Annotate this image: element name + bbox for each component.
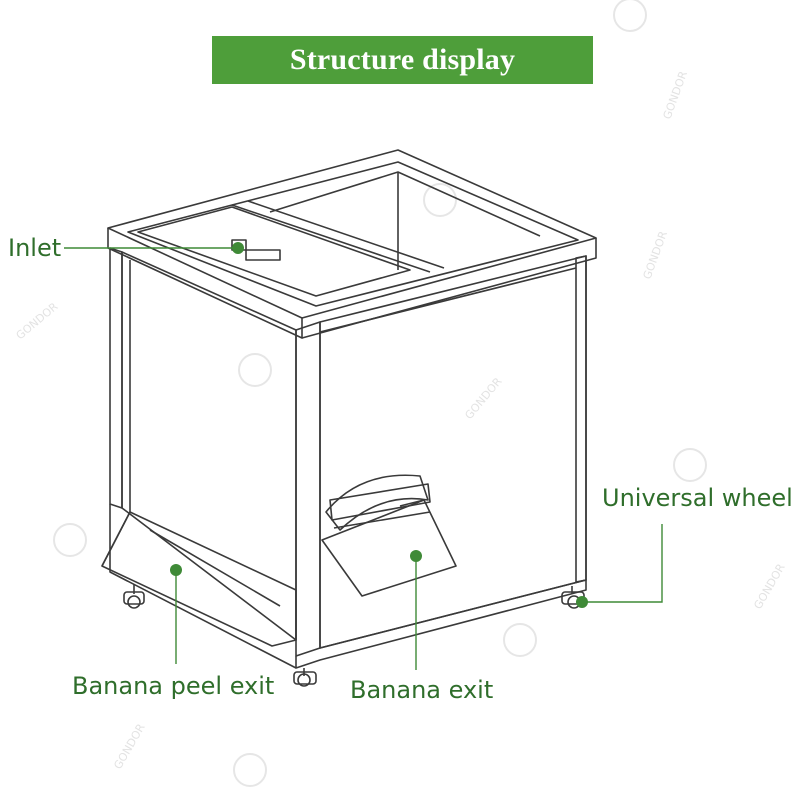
universal-wheel-label: Universal wheel (602, 484, 793, 512)
exit-chute (321, 499, 457, 597)
watermark-logo (53, 523, 87, 557)
banana-peel-exit-label: Banana peel exit (72, 672, 275, 700)
page-title: Structure display (289, 43, 516, 76)
inlet-dot (232, 242, 244, 254)
frame-left-edge (107, 228, 303, 339)
watermark-logo (613, 0, 647, 32)
watermark-text: GONDOR (661, 69, 691, 121)
peel-chute-inner (149, 529, 281, 607)
left-face (121, 251, 297, 641)
peel-exit-chute (101, 511, 297, 647)
divider-bar-bottom (247, 200, 445, 269)
front-face-inner (319, 267, 577, 333)
inlet-label: Inlet (8, 234, 62, 262)
divider-bar-top (231, 204, 431, 273)
universal-wheel-dot (576, 596, 588, 608)
wheel-front (293, 668, 317, 687)
watermark-logo (233, 753, 267, 787)
exit-chute-lip (399, 499, 425, 507)
hopper-wall (269, 171, 541, 237)
watermark-logo (503, 623, 537, 657)
watermark-text: GONDOR (641, 229, 671, 281)
universal-wheel-leader (582, 524, 663, 603)
corner-post (295, 321, 321, 657)
watermark-layer (53, 0, 707, 787)
bottom-rail-left (109, 504, 297, 669)
bottom-rail-front (295, 579, 587, 669)
callout-dots (170, 242, 588, 608)
watermark-logo (423, 183, 457, 217)
watermark-text: GONDOR (751, 561, 788, 611)
inlet-cover (137, 206, 411, 297)
watermark-logo (238, 353, 272, 387)
callout-leaders (64, 247, 663, 670)
left-panel (109, 247, 123, 509)
watermark-logo (673, 448, 707, 482)
banana-exit-label: Banana exit (350, 676, 494, 704)
inlet-hinge (245, 249, 281, 261)
right-post (575, 255, 587, 583)
peel-chute-edge (101, 511, 131, 567)
watermark-text: GONDOR (14, 300, 61, 342)
top-frame-inner (127, 161, 579, 307)
banana-exit-dot (410, 550, 422, 562)
exit-roller (329, 483, 431, 521)
exit-chute-fold (333, 511, 431, 529)
front-face (319, 255, 587, 649)
watermark-text: GONDOR (111, 721, 148, 771)
wheel-left (123, 584, 145, 609)
machine-outline (101, 149, 597, 687)
top-frame-outer (107, 149, 597, 319)
title-banner: Structure display (212, 36, 593, 84)
watermark-text: GONDOR (462, 375, 504, 422)
peel-exit-dot (170, 564, 182, 576)
